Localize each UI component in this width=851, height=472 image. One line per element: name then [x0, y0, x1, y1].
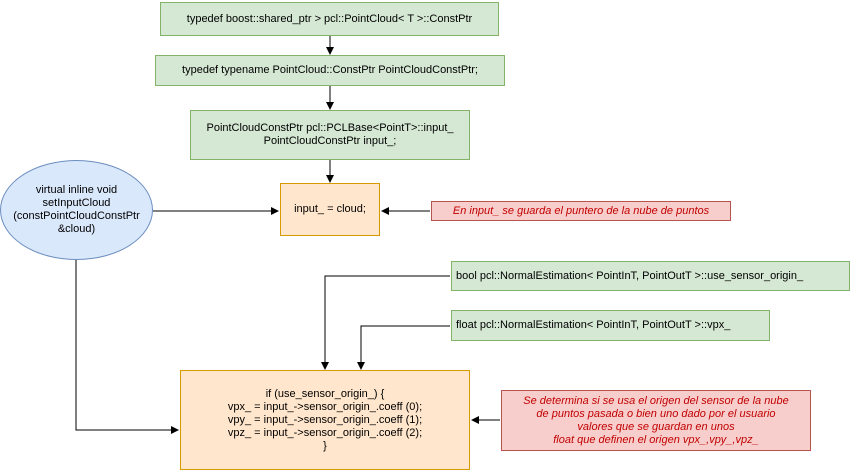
edge-use-sensor-to-code [321, 275, 450, 370]
sensor-origin-code-node: if (use_sensor_origin_) { vpx_ = input_-… [180, 370, 470, 470]
vpx-node: float pcl::NormalEstimation< PointInT, P… [451, 310, 770, 341]
set-input-cloud-node: virtual inline void setInputCloud (const… [0, 160, 153, 260]
assign-input-node: input_ = cloud; [280, 183, 380, 236]
note-origin-node: Se determina si se usa el origen del sen… [501, 390, 811, 451]
typedef-const-ptr-node: typedef boost::shared_ptr > pcl::PointCl… [160, 2, 499, 36]
typedef-cloud-const-ptr-text: typedef typename PointCloud::ConstPtr Po… [182, 64, 478, 76]
use-sensor-origin-node: bool pcl::NormalEstimation< PointInT, Po… [451, 261, 850, 291]
pclbase-input-node: PointCloudConstPtr pcl::PCLBase<PointT>:… [190, 110, 470, 160]
edge-vpx-to-code [357, 325, 450, 370]
note-input-text: En input_ se guarda el puntero de la nub… [452, 204, 710, 217]
typedef-const-ptr-text: typedef boost::shared_ptr > pcl::PointCl… [186, 12, 473, 25]
pclbase-input-text: PointCloudConstPtr pcl::PCLBase<PointT>:… [206, 122, 454, 147]
assign-input-text: input_ = cloud; [294, 203, 366, 215]
set-input-cloud-text: virtual inline void setInputCloud (const… [13, 184, 140, 235]
edge-set-input-to-code [75, 260, 179, 434]
note-input-node: En input_ se guarda el puntero de la nub… [431, 201, 731, 221]
use-sensor-origin-text: bool pcl::NormalEstimation< PointInT, Po… [456, 269, 804, 282]
note-origin-text: Se determina si se usa el origen del sen… [523, 394, 789, 446]
sensor-origin-code-text: if (use_sensor_origin_) { vpx_ = input_-… [227, 387, 423, 452]
vpx-text: float pcl::NormalEstimation< PointInT, P… [456, 319, 731, 331]
typedef-cloud-const-ptr-node: typedef typename PointCloud::ConstPtr Po… [155, 55, 505, 86]
